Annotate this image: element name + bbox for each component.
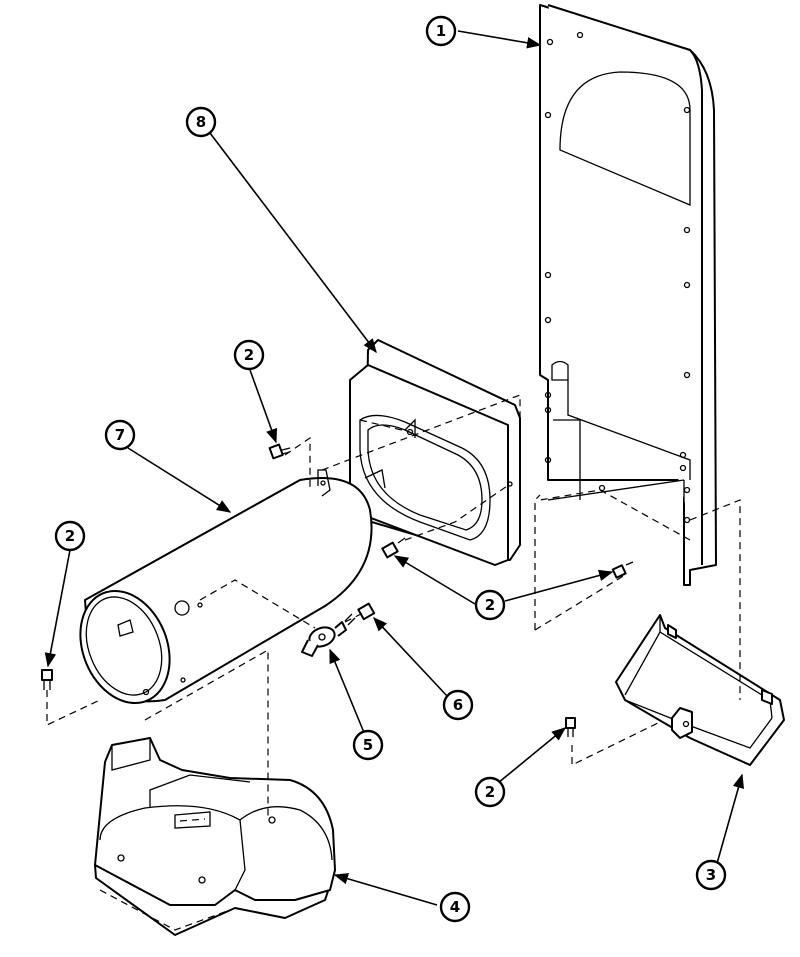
callout-2-left: 2	[54, 520, 86, 552]
rear-panel-part-1	[539, 4, 717, 586]
callout-7: 7	[104, 419, 136, 451]
callout-2-bottom: 2	[474, 776, 506, 808]
bracket-part-3	[615, 614, 785, 766]
vent-mesh	[559, 71, 691, 206]
callout-label-6: 6	[453, 696, 463, 714]
assembly-dashed-lines	[46, 394, 741, 820]
callout-label-5: 5	[363, 736, 373, 754]
callout-6: 6	[442, 689, 474, 721]
callout-3: 3	[695, 859, 727, 891]
callout-label-2-top: 2	[244, 346, 254, 364]
duct-frame-part-8	[349, 339, 521, 566]
screw-part-2-duct	[381, 537, 406, 559]
screw-part-2-bracket	[565, 717, 576, 737]
callout-5: 5	[352, 729, 384, 761]
callout-label-2-left: 2	[65, 527, 75, 545]
callout-label-8: 8	[196, 113, 206, 131]
panel-holes	[544, 31, 691, 524]
callout-label-1: 1	[436, 22, 446, 40]
callout-2-middle: 2	[474, 589, 506, 621]
callout-4: 4	[439, 891, 471, 923]
callout-8: 8	[185, 106, 217, 138]
callout-label-3: 3	[706, 866, 716, 884]
callout-1: 1	[425, 15, 457, 47]
blower-housing-part-4	[94, 737, 336, 936]
leader-arrows	[44, 30, 745, 906]
callout-2-top: 2	[233, 339, 265, 371]
screw-part-2-top	[268, 443, 291, 460]
screw-part-2-panel	[611, 561, 634, 579]
callout-label-2-bottom: 2	[485, 783, 495, 801]
heater-housing-part-7	[79, 469, 373, 705]
thermostat-part-5	[301, 621, 347, 657]
callout-label-7: 7	[115, 426, 125, 444]
callout-label-2-middle: 2	[485, 596, 495, 614]
callout-label-4: 4	[450, 898, 460, 916]
screw-part-2-left	[41, 669, 53, 690]
